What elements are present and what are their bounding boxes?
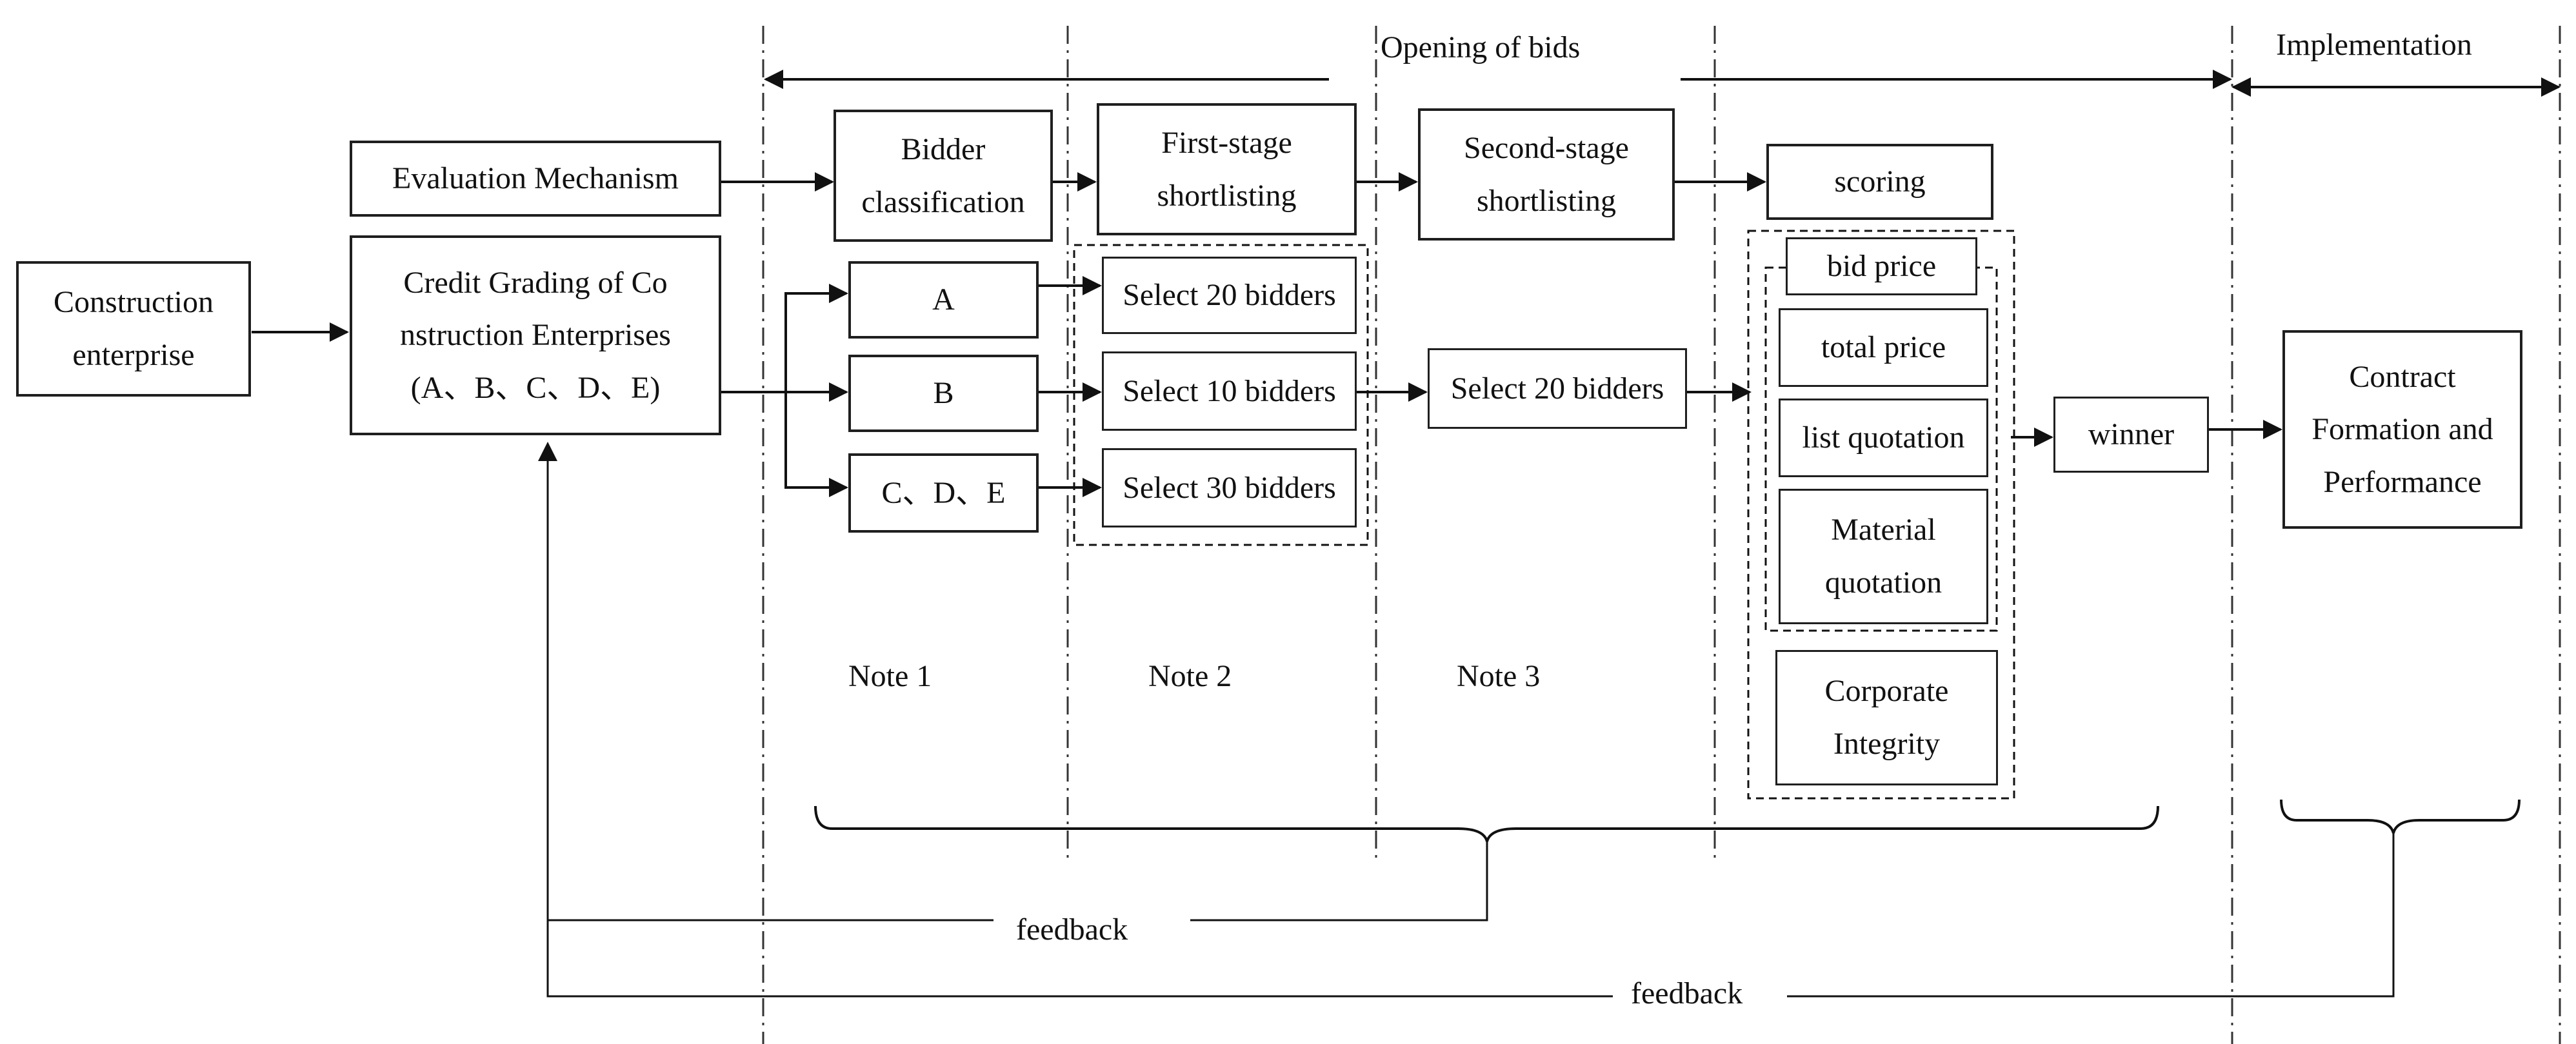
credit-grading-box: Credit Grading of Co nstruction Enterpri…: [350, 235, 721, 435]
inner-feedback-line-right: [1190, 842, 1488, 921]
second-select-20-bidders-box: Select 20 bidders: [1428, 348, 1687, 429]
span-arrows: [764, 70, 2561, 97]
first-stage-shortlisting-box: First-stage shortlisting: [1097, 103, 1357, 235]
scoring-box: scoring: [1766, 144, 1993, 220]
feedback-loops: [538, 442, 2395, 998]
opening-of-bids-label: Opening of bids: [1381, 30, 1581, 64]
second-stage-shortlisting-box: Second-stage shortlisting: [1418, 108, 1675, 241]
note-2-label: Note 2: [1148, 659, 1232, 693]
corporate-integrity-box: Corporate Integrity: [1775, 650, 1998, 785]
contract-formation-box: Contract Formation and Performance: [2282, 330, 2522, 529]
arrow-grading-to-a: [784, 284, 848, 392]
flow-arrows: [252, 172, 2282, 497]
braces: [814, 799, 2521, 842]
class-a-box: A: [848, 261, 1039, 339]
first-stage-selection-group: [1073, 244, 1369, 546]
implementation-label: Implementation: [2276, 28, 2472, 62]
outer-feedback-line-right: [1787, 833, 2395, 998]
phase-dividers: [762, 26, 2561, 1044]
material-quotation-box: Material quotation: [1779, 489, 1988, 624]
bid-price-box: bid price: [1786, 237, 1977, 295]
winner-box: winner: [2053, 397, 2209, 473]
bidder-classification-box: Bidder classification: [834, 110, 1053, 242]
select-10-bidders-box: Select 10 bidders: [1102, 351, 1357, 431]
scoring-criteria-group: [1747, 230, 2015, 800]
select-20-bidders-box: Select 20 bidders: [1102, 257, 1357, 334]
class-b-box: B: [848, 355, 1039, 432]
dashed-groups: [1073, 230, 2015, 800]
outer-feedback-label: feedback: [1631, 976, 1743, 1010]
total-price-box: total price: [1779, 308, 1988, 387]
class-cde-box: C、D、E: [848, 453, 1039, 533]
select-30-bidders-box: Select 30 bidders: [1102, 448, 1357, 527]
note-3-label: Note 3: [1457, 659, 1541, 693]
implementation-brace: [2280, 799, 2521, 834]
note-1-label: Note 1: [848, 659, 932, 693]
opening-brace: [814, 805, 2159, 842]
evaluation-mechanism-box: Evaluation Mechanism: [350, 141, 721, 217]
inner-feedback-label: feedback: [1016, 912, 1128, 947]
outer-feedback-line-left: [546, 920, 1613, 998]
construction-enterprise-box: Construction enterprise: [16, 261, 251, 397]
arrow-grading-to-cde: [784, 392, 848, 497]
list-quotation-box: list quotation: [1779, 399, 1988, 477]
price-criteria-group: [1764, 266, 1998, 632]
